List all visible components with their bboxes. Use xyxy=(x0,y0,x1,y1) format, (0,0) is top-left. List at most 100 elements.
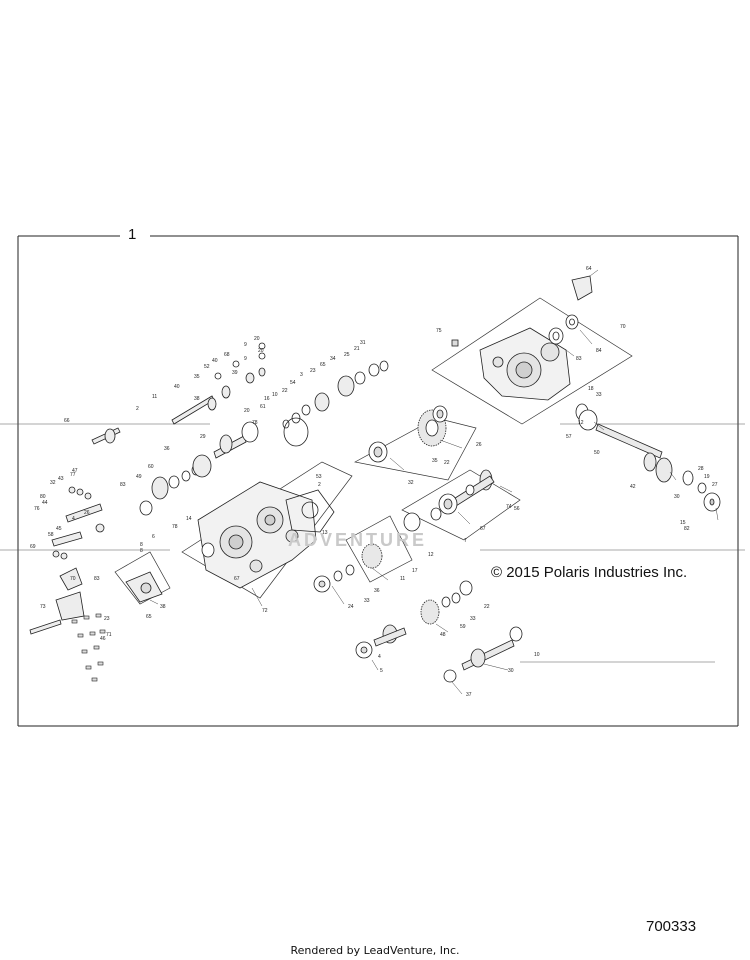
callout: 30 xyxy=(674,494,680,500)
assembly-number: 1 xyxy=(128,226,137,243)
callout: 4 xyxy=(72,516,75,522)
callout: 72 xyxy=(262,608,268,614)
callout: 54 xyxy=(290,380,296,386)
callout: 10 xyxy=(534,652,540,658)
counter-shaft-group xyxy=(282,360,389,447)
callout: 48 xyxy=(440,632,446,638)
callout: 77 xyxy=(70,472,76,478)
callout-leaders xyxy=(149,269,719,695)
main-housing xyxy=(197,481,317,589)
callout: 35 xyxy=(432,458,438,464)
callout: 24 xyxy=(348,604,354,610)
callout: 70 xyxy=(620,324,626,330)
callout: 40 xyxy=(174,384,180,390)
callout: 78 xyxy=(172,524,178,530)
callout: 19 xyxy=(704,474,710,480)
callout: 23 xyxy=(310,368,316,374)
callout: 5 xyxy=(380,668,383,674)
callout: 30 xyxy=(508,668,514,674)
callout: 70 xyxy=(70,576,76,582)
callout: 83 xyxy=(94,576,100,582)
callout: 38 xyxy=(194,396,200,402)
callout: 49 xyxy=(136,474,142,480)
callout: 35 xyxy=(194,374,200,380)
callout: 39 xyxy=(232,370,238,376)
output-shaft xyxy=(575,403,721,512)
callout: 20 xyxy=(254,336,260,342)
callout: 11 xyxy=(152,394,157,400)
callout: 76 xyxy=(34,506,40,512)
leader-lines xyxy=(0,423,745,663)
callout: 45 xyxy=(56,526,62,532)
callout: 32 xyxy=(50,480,56,486)
callout: 20 xyxy=(258,348,264,354)
oil-pump-group xyxy=(125,542,215,603)
callout: 65 xyxy=(320,362,326,368)
input-shaft-group xyxy=(139,421,259,516)
callout: 6 xyxy=(152,534,155,540)
bolt-group xyxy=(71,613,106,682)
callout: 16 xyxy=(264,396,270,402)
callout: 20 xyxy=(244,408,250,414)
callout: 68 xyxy=(224,352,230,358)
callout: 12 xyxy=(428,552,434,558)
callout: 36 xyxy=(374,588,380,594)
callout: 23 xyxy=(104,616,110,622)
callout: 43 xyxy=(58,476,64,482)
callout-labels: 64 70 75 83 84 18 33 12 57 50 28 19 27 4… xyxy=(30,266,718,698)
callout: 15 xyxy=(680,520,686,526)
callout: 22 xyxy=(484,604,490,610)
callout: 80 xyxy=(40,494,46,500)
callout: 58 xyxy=(48,532,54,538)
callout: 47 xyxy=(72,468,78,474)
callout: 74 xyxy=(506,504,512,510)
callout: 33 xyxy=(364,598,370,604)
callout: 42 xyxy=(630,484,636,490)
callout: 44 xyxy=(42,500,48,506)
callout: 83 xyxy=(576,356,582,362)
callout: 59 xyxy=(460,624,466,630)
callout: 32 xyxy=(408,480,414,486)
callout: 25 xyxy=(344,352,350,358)
right-bearings xyxy=(451,275,593,347)
callout: 26 xyxy=(476,442,482,448)
callout: 27 xyxy=(712,482,718,488)
callout: 31 xyxy=(360,340,366,346)
callout: 56 xyxy=(514,506,520,512)
callout: 67 xyxy=(234,576,240,582)
callout: 3 xyxy=(300,372,303,378)
callout: 64 xyxy=(586,266,592,272)
callout: 7 xyxy=(464,538,467,544)
callout: 9 xyxy=(244,342,247,348)
callout: 4 xyxy=(378,654,381,660)
callout: 40 xyxy=(212,358,218,364)
callout: 36 xyxy=(164,446,170,452)
callout: 21 xyxy=(354,346,360,352)
callout: 9 xyxy=(244,356,247,362)
copyright-notice: © 2015 Polaris Industries Inc. xyxy=(491,564,688,581)
callout: 33 xyxy=(596,392,602,398)
callout: 38 xyxy=(160,604,166,610)
callout: 34 xyxy=(330,356,336,362)
callout: 10 xyxy=(272,392,278,398)
callout: 13 xyxy=(322,530,328,536)
callout: 11 xyxy=(400,576,405,582)
callout: 46 xyxy=(100,636,106,642)
shift-drum-group xyxy=(171,342,266,425)
callout: 2 xyxy=(136,406,139,412)
callout: 18 xyxy=(588,386,594,392)
watermark-text: ADVENTURE xyxy=(288,530,428,550)
callout: 29 xyxy=(200,434,206,440)
callout: 8 xyxy=(140,548,143,554)
callout: 22 xyxy=(444,460,450,466)
callout: 17 xyxy=(412,568,418,574)
callout: 14 xyxy=(186,516,192,522)
callout: 37 xyxy=(466,692,472,698)
footer-credit: Rendered by LeadVenture, Inc. xyxy=(290,944,460,957)
callout: 26 xyxy=(84,510,90,516)
cover-gasket xyxy=(285,489,335,533)
callout: 2 xyxy=(318,482,321,488)
callout: 60 xyxy=(148,464,154,470)
